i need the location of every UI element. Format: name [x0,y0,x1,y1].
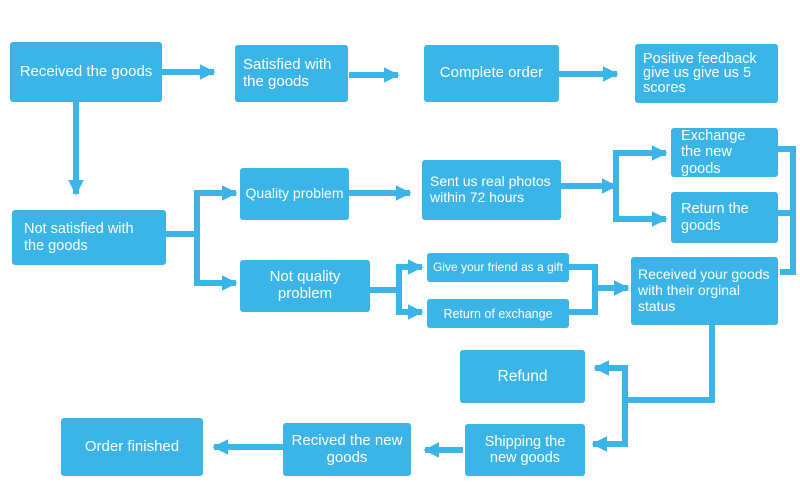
node-received-goods: Received the goods [10,42,162,102]
node-shipping-new-goods-label: Shipping the new goods [484,433,566,466]
node-real-photos-label: Sent us real photos within 72 hours [430,173,551,205]
arrow-branch-to-return [613,186,668,227]
node-original-status: Received your goods with their orginal s… [631,257,778,325]
node-complete-order-label: Complete order [439,64,544,82]
node-return-exchange-label: Return of exchange [443,306,553,321]
node-return-exchange: Return of exchange [427,299,569,328]
arrow-original-to-shipping [591,400,628,452]
node-return-goods: Return the goods [671,192,778,243]
node-not-satisfied: Not satisfied with the goods [12,210,166,265]
arrow-not-quality-to-return-exchange [396,290,424,320]
node-original-status-label: Received your goods with their orginal s… [638,266,770,314]
arrow-not-satisfied-to-not-quality [194,234,238,291]
node-received-new-goods-label: Recived the new goods [291,431,403,466]
node-quality-problem: Quality problem [240,168,349,220]
node-shipping-new-goods: Shipping the new goods [465,424,585,476]
node-gift: Give your friend as a gift [427,253,569,282]
node-positive-feedback-label: Positive feedback give us give us 5 scor… [643,51,757,96]
arrow-not-satisfied-to-quality [166,185,238,237]
node-satisfied-label: Satisfied with the goods [243,55,332,90]
node-order-finished-label: Order finished [84,437,180,455]
node-return-goods-label: Return the goods [681,201,749,234]
node-gift-label: Give your friend as a gift [432,259,564,274]
arrow-gift-exchange-to-original [569,264,628,315]
node-positive-feedback: Positive feedback give us give us 5 scor… [635,44,778,103]
node-not-quality-problem: Not quality problem [240,260,370,312]
node-satisfied: Satisfied with the goods [235,45,348,102]
arrow-original-to-refund [593,325,715,403]
node-complete-order: Complete order [424,45,559,102]
node-received-goods-label: Received the goods [19,62,153,80]
arrow-not-quality-to-gift [370,259,424,293]
node-real-photos: Sent us real photos within 72 hours [422,160,561,220]
node-refund-label: Refund [497,367,548,385]
node-not-satisfied-label: Not satisfied with the goods [24,221,134,254]
node-received-new-goods: Recived the new goods [283,423,411,476]
arrow-branch-to-exchange [613,145,668,219]
node-refund: Refund [460,350,585,403]
node-order-finished: Order finished [61,418,203,476]
node-exchange-new-goods-label: Exchange the new goods [681,128,746,177]
node-exchange-new-goods: Exchange the new goods [671,128,778,177]
node-not-quality-problem-label: Not quality problem [269,268,341,302]
node-quality-problem-label: Quality problem [245,185,344,202]
connector-exchange-return-to-original [778,146,796,275]
